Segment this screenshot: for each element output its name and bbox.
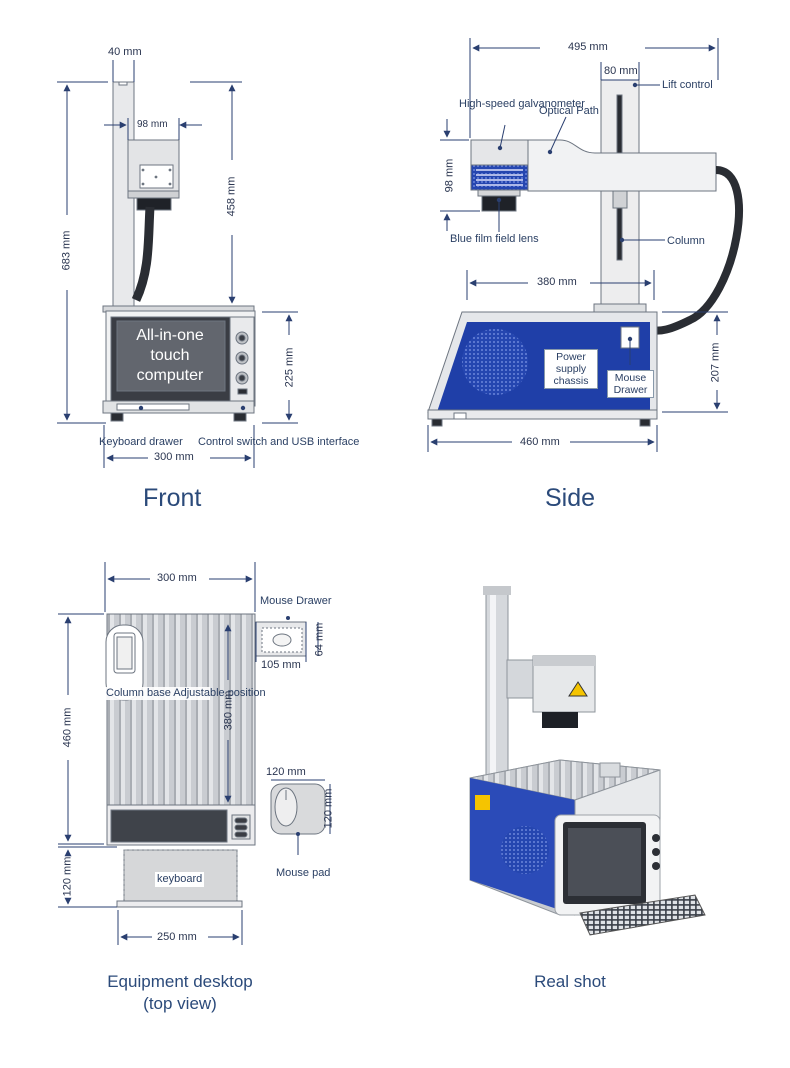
front-title: Front	[143, 484, 202, 512]
lift-control-label: Lift control	[662, 79, 713, 91]
side-machine	[427, 79, 743, 427]
front-dim-top-width: 40 mm	[108, 46, 142, 58]
keyboard-label: keyboard	[155, 872, 205, 887]
topview-dim-drawer-width: 105 mm	[261, 659, 301, 671]
topview-dim-column-travel: 380 mm	[222, 690, 235, 731]
topview-dim-drawer-depth: 64 mm	[313, 622, 326, 657]
front-dim-base-height: 225 mm	[283, 347, 296, 388]
front-dim-column-height: 458 mm	[225, 176, 238, 217]
topview-caption: Equipment desktop (top view)	[80, 971, 280, 1015]
topview-caption-line2: (top view)	[143, 994, 217, 1014]
front-callouts	[138, 405, 246, 411]
optical-path-label: Optical Path	[539, 105, 599, 117]
side-callout-dots	[496, 82, 638, 342]
side-dim-arm-width: 380 mm	[537, 276, 577, 288]
front-dim-base-width: 300 mm	[154, 451, 194, 463]
topview-dim-pad-width: 120 mm	[266, 766, 306, 778]
topview-mouse-drawer-label: Mouse Drawer	[260, 595, 332, 607]
side-title: Side	[545, 484, 596, 512]
touch-computer-label: All-in-one touch computer	[136, 327, 204, 384]
topview-dimension-lines	[58, 562, 331, 945]
side-dim-base-width: 460 mm	[520, 436, 560, 448]
real-shot-caption: Real shot	[534, 972, 606, 991]
control-switch-label: Control switch and USB interface	[198, 436, 360, 448]
topview-callout-dots	[286, 616, 300, 836]
front-dim-head-width: 98 mm	[137, 119, 168, 130]
topview-dim-width: 300 mm	[157, 572, 197, 584]
field-lens-label: Blue film field lens	[450, 233, 539, 245]
side-dim-total-width: 495 mm	[568, 41, 608, 53]
galvanometer-label: High-speed galvanometer	[459, 98, 585, 110]
side-dimension-lines	[427, 38, 728, 452]
column-base-label: Column base Adjustable position	[106, 687, 266, 700]
column-label: Column	[667, 235, 705, 247]
front-machine	[102, 81, 256, 422]
side-dim-base-height: 207 mm	[709, 342, 722, 383]
topview-caption-line1: Equipment desktop	[107, 972, 253, 991]
side-mouse-drawer-label: Mouse Drawer	[607, 370, 654, 399]
topview-dim-pad-depth: 120 mm	[322, 788, 335, 829]
front-dim-total-height: 683 mm	[60, 230, 73, 271]
front-dimension-lines	[57, 60, 298, 468]
topview-dim-keyboard-depth: 120 mm	[61, 856, 74, 897]
real-shot-machine	[469, 586, 706, 936]
power-supply-label: Power supply chassis	[544, 349, 598, 390]
side-dim-head-height: 98 mm	[443, 158, 456, 193]
topview-dim-depth: 460 mm	[61, 707, 74, 748]
topview-dim-keyboard-width: 250 mm	[157, 931, 197, 943]
mouse-pad-label: Mouse pad	[276, 867, 331, 879]
side-dim-top-width: 80 mm	[604, 65, 638, 77]
keyboard-drawer-label: Keyboard drawer	[99, 436, 183, 448]
topview-machine	[105, 613, 326, 908]
